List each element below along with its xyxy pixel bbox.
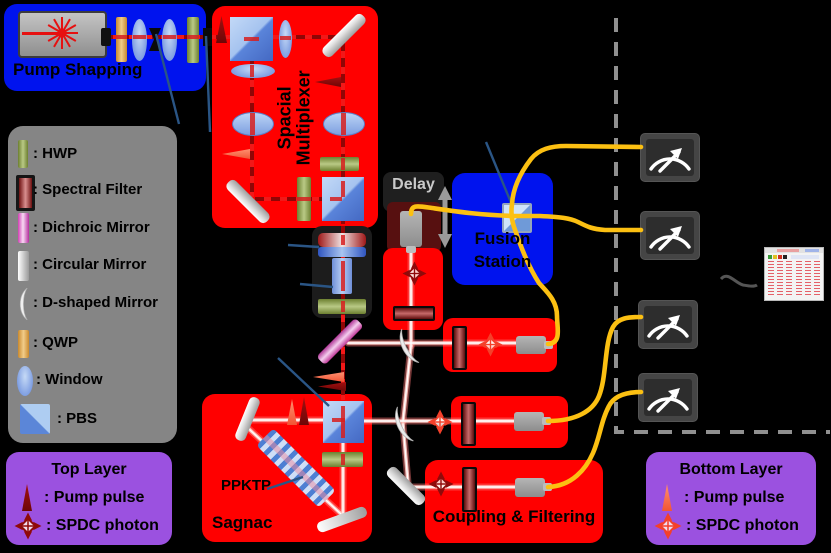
d-shaped-mirror-2 (389, 406, 415, 446)
beam-exit-nub (203, 28, 212, 46)
pbs-icon (20, 404, 50, 434)
spectral-filter-1 (452, 326, 467, 370)
dichroic-mirror-icon (18, 213, 29, 243)
fiber-coupler-2 (514, 412, 551, 431)
hwp-icon (18, 140, 28, 168)
top-layer-spdc-label: : SPDC photon (46, 517, 159, 534)
spectral-filter-3 (462, 467, 477, 512)
fiber-coupler-delay (400, 211, 422, 253)
coupling-filtering-label: Coupling & Filtering (432, 507, 596, 526)
mirror-coupling-bottom (384, 464, 428, 508)
hwp-element-pump (187, 17, 199, 63)
spectral-filter-2 (461, 402, 476, 446)
pump-pulse-icon (315, 77, 341, 87)
detector-3 (638, 300, 698, 349)
laser-output-port (101, 28, 111, 46)
spdc-photon-icon (478, 332, 503, 357)
pump-pulse-icon (662, 484, 672, 511)
fusion-label-line2: Station (473, 251, 532, 271)
pbs-cube-sagnac (323, 401, 364, 443)
qwp-element (116, 17, 127, 62)
pump-pulse-icon (216, 16, 227, 43)
spdc-photon-icon (402, 261, 427, 286)
pump-pulse-icon (22, 484, 32, 511)
circular-mirror-icon (18, 251, 29, 281)
legend-label: : Circular Mirror (33, 256, 147, 273)
power-meter-icon (647, 313, 689, 340)
bottom-layer-title: Bottom Layer (679, 461, 783, 478)
legend-label: : D-shaped Mirror (33, 294, 159, 311)
power-meter-icon (649, 224, 691, 251)
window-block-vertical (332, 258, 352, 294)
legend-label: : Window (36, 371, 103, 388)
qwp-icon (18, 330, 29, 358)
pump-pulse-icon (287, 399, 297, 425)
bottom-layer-pump-label: : Pump pulse (684, 489, 785, 506)
window-icon (17, 366, 33, 396)
spectral-filter-horizontal (318, 233, 366, 247)
detector-2 (640, 211, 700, 260)
power-meter-icon (647, 386, 689, 413)
power-meter-icon (649, 146, 691, 173)
spectral-filter-icon (16, 175, 35, 211)
spdc-photon-icon (427, 409, 453, 435)
focus-bowtie-icon (149, 28, 161, 51)
hwp-sagnac (322, 452, 363, 467)
window-element-2 (162, 19, 177, 61)
legend-box (8, 126, 177, 443)
pump-pulse-icon (222, 149, 250, 159)
legend-label: : PBS (57, 410, 98, 427)
delay-label: Delay (392, 176, 435, 193)
window-element-1 (132, 19, 147, 61)
spdc-photon-icon (14, 512, 42, 540)
detector-1 (640, 133, 700, 182)
d-shaped-mirror-1 (393, 328, 420, 367)
top-layer-pump-label: : Pump pulse (44, 489, 145, 506)
ppktp-label: PPKTP (221, 477, 272, 494)
d-shaped-mirror-icon (19, 288, 28, 320)
pump-pulse-icon (318, 382, 346, 391)
bottom-layer-spdc-label: : SPDC photon (686, 517, 799, 534)
pump-pulse-icon (299, 397, 309, 425)
pump-shaping-label: Pump Shapping (13, 60, 143, 79)
multiplexer-label: Spacial Multiplexer (215, 38, 375, 198)
spreadsheet-thumbnail (764, 247, 824, 301)
spdc-photon-icon (428, 471, 454, 497)
detector-4 (638, 373, 698, 422)
fiber-coupler-1 (516, 336, 553, 354)
top-layer-title: Top Layer (51, 461, 127, 478)
sagnac-label: Sagnac (212, 513, 273, 532)
multiplexer-label-line2: Multiplexer (294, 70, 314, 166)
fusion-label-line1: Fusion (474, 229, 531, 248)
laser-source (18, 11, 107, 58)
spectral-filter-delay (393, 306, 435, 321)
spdc-photon-icon (654, 512, 682, 540)
multiplexer-label-line1: Spacial (275, 86, 296, 150)
hwp-blackbox (318, 299, 366, 314)
fiber-coupler-3 (515, 478, 552, 497)
dichroic-mirror (316, 317, 364, 366)
laser-starburst-icon (46, 17, 78, 49)
window-bar-horizontal (318, 247, 366, 257)
cable-squiggle (719, 274, 758, 288)
legend-label: : Spectral Filter (33, 181, 143, 198)
legend-label: : Dichroic Mirror (33, 219, 150, 236)
pump-pulse-icon (313, 372, 344, 382)
legend-label: : QWP (33, 334, 78, 351)
laser-beam-internal (22, 32, 62, 35)
legend-label: : HWP (33, 145, 78, 162)
fusion-station-label: Fusion Station (452, 228, 553, 274)
